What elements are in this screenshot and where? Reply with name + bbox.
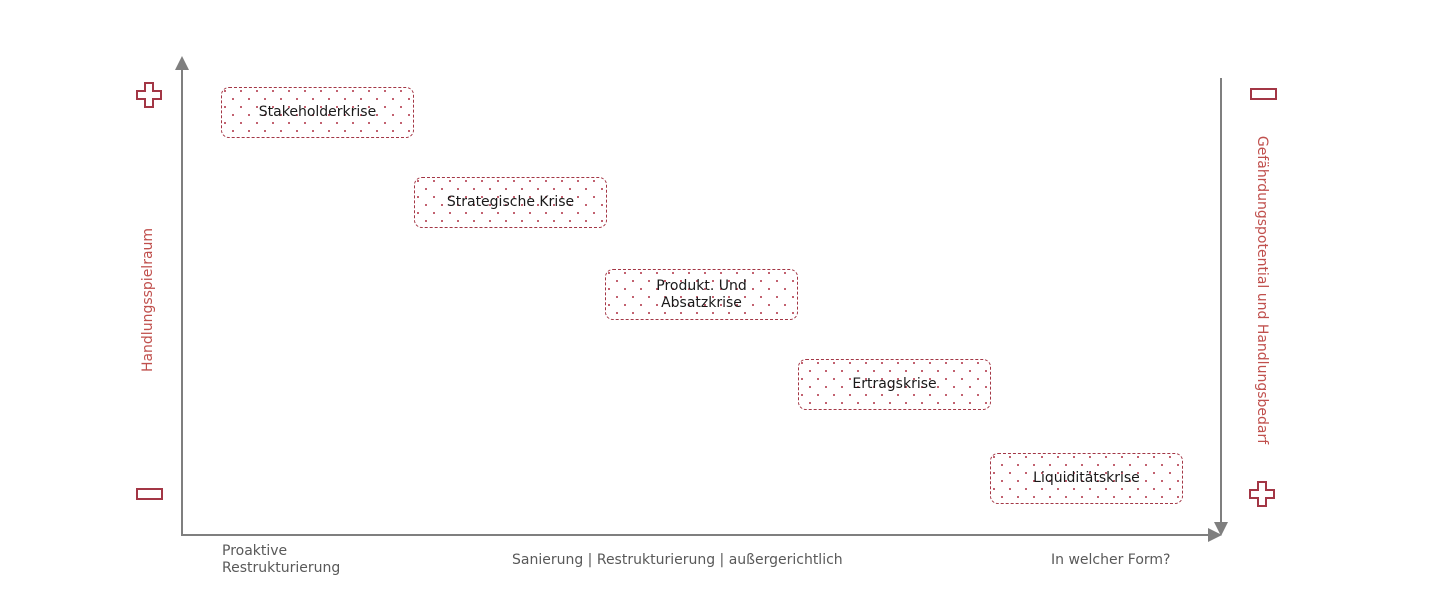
left-axis-label: Handlungsspielraum bbox=[140, 227, 156, 373]
x-label-middle: Sanierung | Restrukturierung | außergeri… bbox=[512, 552, 843, 568]
right-axis-line bbox=[1220, 78, 1222, 524]
plus-icon bbox=[136, 82, 162, 108]
x-label-line2: Restrukturierung bbox=[222, 560, 341, 576]
left-axis-line bbox=[181, 66, 183, 536]
crisis-label-line1: Produkt. Und bbox=[656, 277, 747, 294]
right-axis-arrow-icon bbox=[1214, 522, 1228, 536]
crisis-box-stakeholder: Stakeholderkrise bbox=[221, 87, 414, 138]
bottom-axis-arrow-icon bbox=[1208, 528, 1222, 542]
crisis-label: Stakeholderkrise bbox=[258, 104, 377, 120]
crisis-label: Liquiditätskrise bbox=[1033, 470, 1140, 486]
crisis-box-liquidity: Liquiditätskrise bbox=[990, 453, 1183, 504]
crisis-box-earnings: Ertragskrise bbox=[798, 359, 991, 410]
crisis-box-strategic: Strategische Krise bbox=[414, 177, 607, 228]
crisis-label-line2: Absatzkrise bbox=[661, 294, 742, 311]
minus-icon bbox=[1250, 88, 1277, 100]
crisis-label: Strategische Krise bbox=[446, 194, 575, 210]
minus-icon bbox=[136, 488, 163, 500]
x-label-proactive: Proaktive Restrukturierung bbox=[222, 543, 340, 577]
crisis-label: Ertragskrise bbox=[852, 376, 937, 392]
x-label-line1: Proaktive bbox=[222, 543, 288, 559]
x-label-form-question: In welcher Form? bbox=[1051, 552, 1171, 568]
bottom-axis-line bbox=[181, 534, 1213, 536]
left-axis-arrow-icon bbox=[175, 56, 189, 70]
right-axis-label: Gefährdungspotential und Handlungsbedarf bbox=[1254, 135, 1270, 445]
crisis-box-product-sales: Produkt. Und Absatzkrise bbox=[605, 269, 798, 320]
plus-icon bbox=[1249, 481, 1275, 507]
